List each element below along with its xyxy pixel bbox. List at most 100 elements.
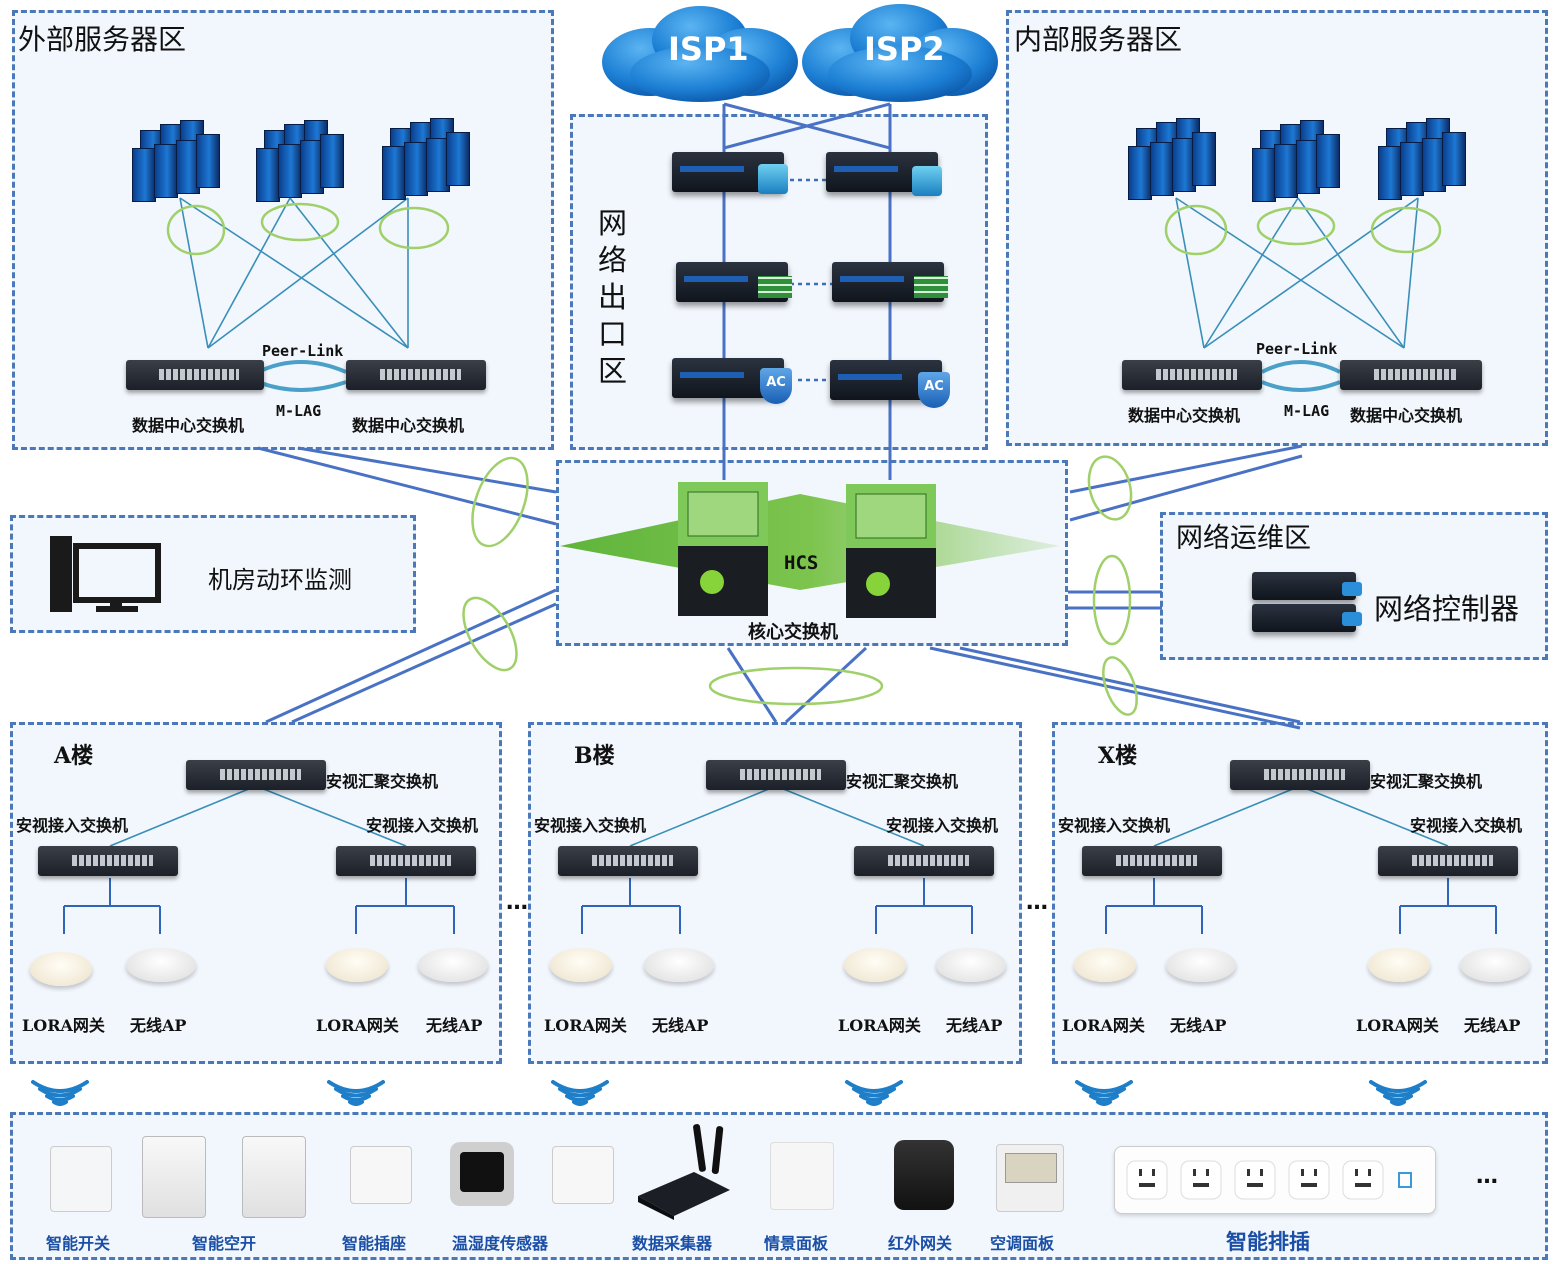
mlag-label: M-LAG	[276, 402, 322, 420]
building-title: B楼	[574, 743, 615, 769]
terminal-label: 智能排插	[1226, 1229, 1310, 1254]
wireless-ap-label: 无线AP	[652, 1016, 709, 1035]
wireless-ap	[644, 948, 714, 982]
wireless-ap	[936, 948, 1006, 982]
terminal-label: 红外网关	[888, 1234, 953, 1253]
access-switch-label: 安视接入交换机	[16, 816, 129, 835]
access-switch	[1082, 846, 1222, 876]
peer-link-label: Peer-Link	[262, 342, 344, 360]
server-cluster-int-1	[1126, 118, 1216, 200]
network-controller	[1252, 604, 1356, 632]
lora-gateway	[30, 952, 92, 986]
access-switch	[558, 846, 698, 876]
access-switch	[854, 846, 994, 876]
temp-humidity-sensor-device	[450, 1142, 514, 1206]
lora-gateway	[550, 948, 612, 982]
wireless-ap	[126, 948, 196, 982]
wireless-ap-label: 无线AP	[426, 1016, 483, 1035]
wireless-ap-label: 无线AP	[1170, 1016, 1227, 1035]
terminal-label: 情景面板	[764, 1234, 829, 1253]
lora-gateway-label: LORA网关	[316, 1016, 399, 1035]
more-devices-ellipsis: …	[1476, 1164, 1499, 1189]
terminal-label: 智能插座	[342, 1234, 407, 1253]
dc-switch-ext-right-label: 数据中心交换机	[352, 416, 465, 435]
internal-server-zone-title: 内部服务器区	[1014, 23, 1183, 56]
core-switch-graphic	[560, 482, 1060, 618]
terminal-label: 温湿度传感器	[452, 1234, 549, 1253]
firewall-icon	[914, 276, 948, 298]
aggregation-switch-label: 安视汇聚交换机	[1370, 772, 1483, 791]
access-switch-label: 安视接入交换机	[534, 816, 647, 835]
access-switch	[336, 846, 476, 876]
access-switch-label: 安视接入交换机	[366, 816, 479, 835]
lora-gateway	[326, 948, 388, 982]
data-collector-device	[638, 1124, 730, 1220]
peer-link-label: Peer-Link	[1256, 340, 1338, 358]
wifi-icon	[1342, 582, 1362, 596]
wireless-ap	[1460, 948, 1530, 982]
external-server-zone-title: 外部服务器区	[18, 23, 187, 56]
dc-switch-ext-right	[346, 360, 486, 390]
wireless-ap-label: 无线AP	[946, 1016, 1003, 1035]
building-title: X楼	[1098, 743, 1138, 769]
lora-gateway-label: LORA网关	[838, 1016, 921, 1035]
hcs-label: HCS	[784, 552, 819, 574]
mlag-label: M-LAG	[1284, 402, 1330, 420]
router-icon	[912, 166, 942, 196]
monitor-pc-icon	[50, 536, 161, 612]
terminal-label: 智能空开	[192, 1234, 257, 1253]
server-cluster-int-2	[1250, 120, 1340, 202]
more-buildings-ellipsis: …	[506, 890, 529, 915]
lora-gateway	[844, 948, 906, 982]
lora-gateway	[1074, 948, 1136, 982]
ac-panel-device	[996, 1144, 1064, 1212]
router-icon	[758, 164, 788, 194]
building-title: A楼	[54, 743, 94, 769]
isp2-label: ISP2	[864, 30, 945, 68]
access-switch-label: 安视接入交换机	[886, 816, 999, 835]
firewall-icon	[758, 276, 792, 298]
server-cluster-ext-3	[380, 118, 470, 200]
dc-switch-ext-left-label: 数据中心交换机	[132, 416, 245, 435]
access-switch	[1378, 846, 1518, 876]
wireless-ap-label: 无线AP	[130, 1016, 187, 1035]
smart-socket-device	[552, 1146, 614, 1204]
terminal-label: 数据采集器	[632, 1234, 713, 1253]
terminal-label: 智能开关	[46, 1234, 111, 1253]
more-buildings-ellipsis: …	[1026, 890, 1049, 915]
access-switch	[38, 846, 178, 876]
network-controller-label: 网络控制器	[1374, 592, 1520, 626]
server-cluster-int-3	[1376, 118, 1466, 200]
lora-gateway-label: LORA网关	[1062, 1016, 1145, 1035]
aggregation-switch-label: 安视汇聚交换机	[326, 772, 439, 791]
wireless-ap-label: 无线AP	[1464, 1016, 1521, 1035]
dc-switch-int-left	[1122, 360, 1262, 390]
ac-shield-icon: AC	[918, 372, 950, 408]
dc-switch-ext-left	[126, 360, 264, 390]
isp1-label: ISP1	[668, 30, 749, 68]
access-switch-label: 安视接入交换机	[1410, 816, 1523, 835]
monitor-zone-title: 机房动环监测	[208, 566, 352, 594]
dc-switch-int-left-label: 数据中心交换机	[1128, 406, 1241, 425]
smart-breaker-device	[142, 1136, 206, 1218]
wireless-ap	[1166, 948, 1236, 982]
egress-zone-title: 网络出口区	[598, 206, 628, 388]
ac-shield-icon: AC	[760, 368, 792, 404]
dc-switch-int-right	[1340, 360, 1482, 390]
ir-gateway-device	[894, 1140, 954, 1210]
ops-zone	[1160, 512, 1548, 660]
aggregation-switch	[1230, 760, 1370, 790]
smart-switch-device	[50, 1146, 112, 1212]
server-cluster-ext-1	[130, 120, 220, 202]
scene-panel-device	[770, 1142, 834, 1210]
lora-gateway-label: LORA网关	[544, 1016, 627, 1035]
aggregation-switch	[706, 760, 846, 790]
terminal-label: 空调面板	[990, 1234, 1055, 1253]
lora-gateway-label: LORA网关	[1356, 1016, 1439, 1035]
wireless-ap	[418, 948, 488, 982]
dc-switch-int-right-label: 数据中心交换机	[1350, 406, 1463, 425]
lora-gateway-label: LORA网关	[22, 1016, 105, 1035]
core-switch-label: 核心交换机	[748, 622, 838, 643]
aggregation-switch-label: 安视汇聚交换机	[846, 772, 959, 791]
